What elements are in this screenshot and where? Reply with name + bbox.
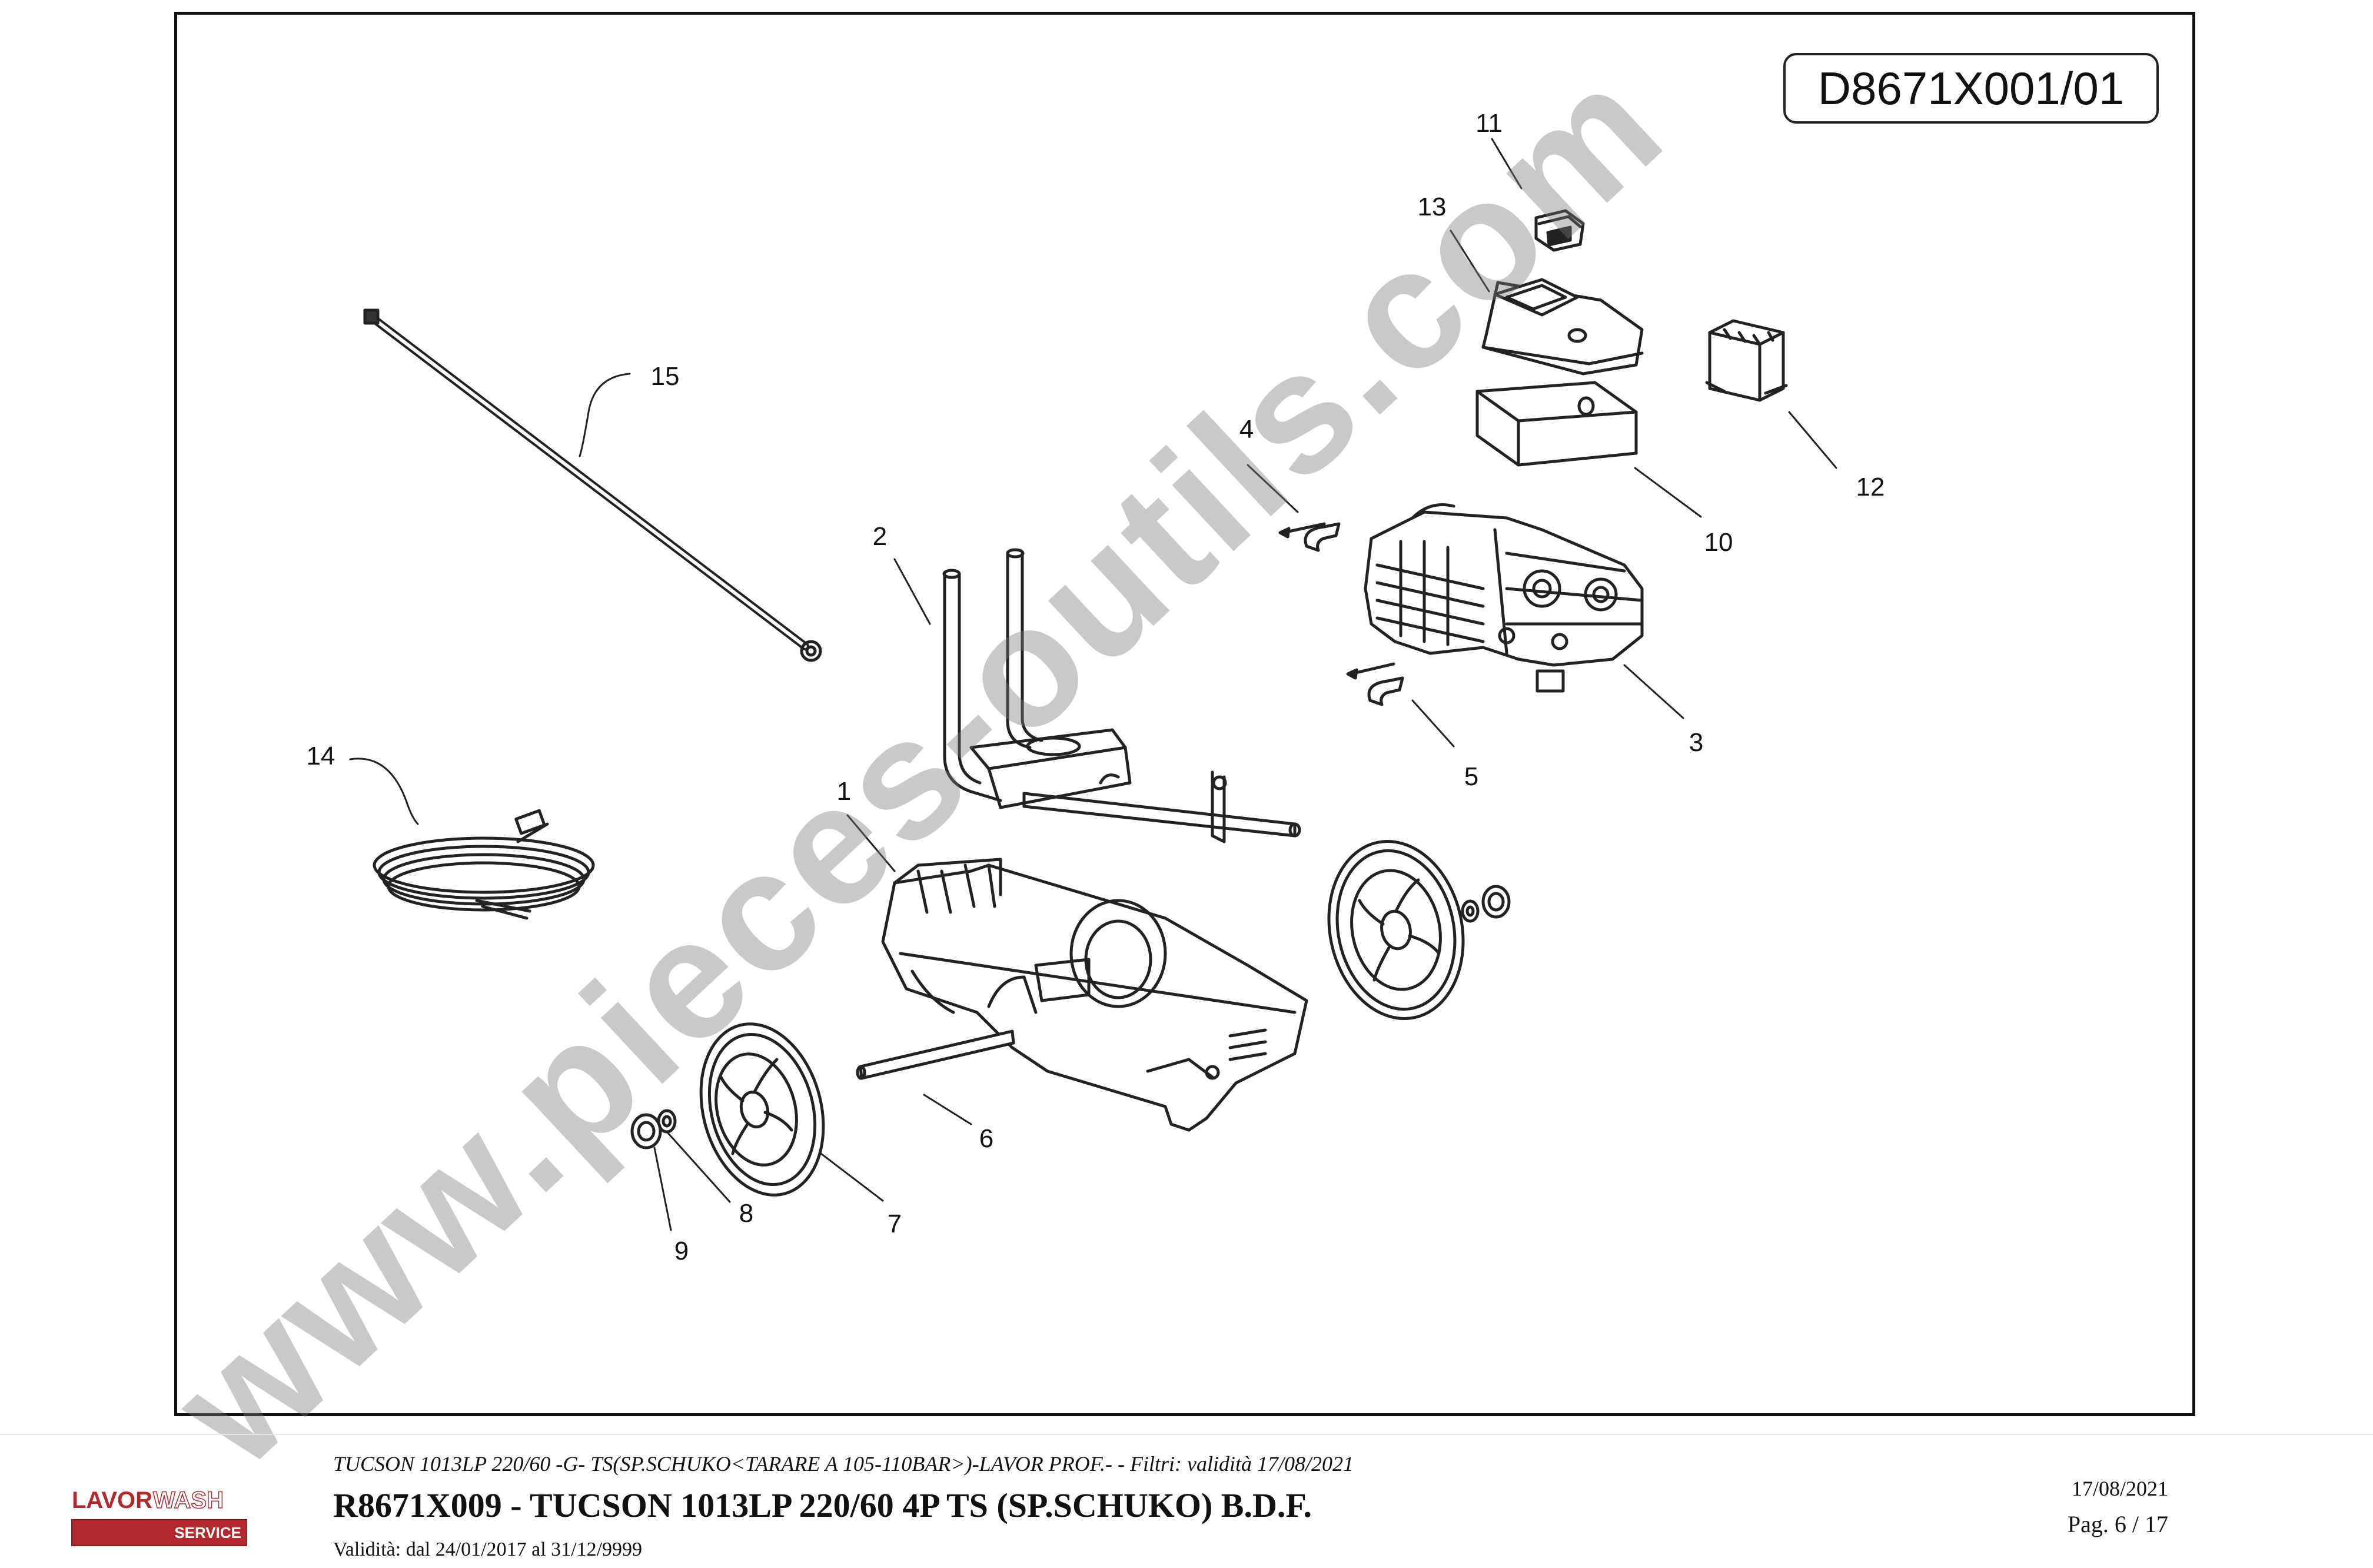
- part-axle: [856, 1029, 1015, 1080]
- drawing-frame: [174, 12, 2195, 1416]
- callout-7: 7: [887, 1210, 902, 1238]
- callout-10: 10: [1704, 528, 1733, 557]
- part-handle-frame: [942, 548, 1301, 843]
- drawing-code: D8671X001/01: [1783, 53, 2159, 124]
- part-clip-lower: [1346, 662, 1404, 706]
- part-chassis: [881, 858, 1308, 1132]
- callout-14: 14: [306, 742, 335, 770]
- callout-9: 9: [674, 1237, 689, 1265]
- part-cap-left: [630, 1113, 662, 1150]
- part-washer-right: [1461, 899, 1480, 923]
- footer-title: R8671X009 - TUCSON 1013LP 220/60 4P TS (…: [333, 1486, 1312, 1524]
- part-cap-right: [1481, 885, 1511, 919]
- callout-8: 8: [739, 1199, 754, 1228]
- callout-15: 15: [650, 362, 680, 391]
- footer-date: 17/08/2021: [2071, 1477, 2168, 1500]
- callout-1: 1: [836, 777, 852, 806]
- callout-13: 13: [1417, 192, 1447, 221]
- callout-3: 3: [1689, 728, 1704, 757]
- part-relay: [1705, 319, 1788, 402]
- footer-divider: [0, 1434, 2373, 1435]
- logo-brand-outline: WASH: [153, 1487, 224, 1513]
- callout-2: 2: [872, 522, 888, 551]
- page-number: Pag. 6 / 17: [2067, 1511, 2168, 1537]
- logo-service: SERVICE: [174, 1524, 241, 1542]
- footer-validity: Validità: dal 24/01/2017 al 31/12/9999: [333, 1539, 643, 1560]
- logo-brand: LAVOR: [72, 1487, 152, 1513]
- footer-subtitle: TUCSON 1013LP 220/60 -G- TS(SP.SCHUKO<TA…: [333, 1452, 1354, 1476]
- callout-6: 6: [979, 1124, 994, 1153]
- part-clip-upper: [1278, 522, 1341, 552]
- part-cable: [373, 809, 595, 920]
- callout-4: 4: [1239, 415, 1254, 444]
- part-wheel-left: [699, 1022, 825, 1197]
- part-box-cover: [1481, 278, 1644, 376]
- part-motor-pump: [1364, 503, 1644, 693]
- callout-11: 11: [1475, 109, 1503, 138]
- part-electrical-box: [1475, 381, 1638, 467]
- callout-12: 12: [1856, 473, 1885, 501]
- part-lance: [363, 308, 822, 662]
- callout-5: 5: [1464, 762, 1479, 791]
- callout-leaders: [349, 138, 1837, 1231]
- part-switch: [1534, 209, 1585, 252]
- part-wheel-right: [1327, 840, 1465, 1020]
- lavor-wash-logo: LAVOR WASH SERVICE: [71, 1487, 247, 1546]
